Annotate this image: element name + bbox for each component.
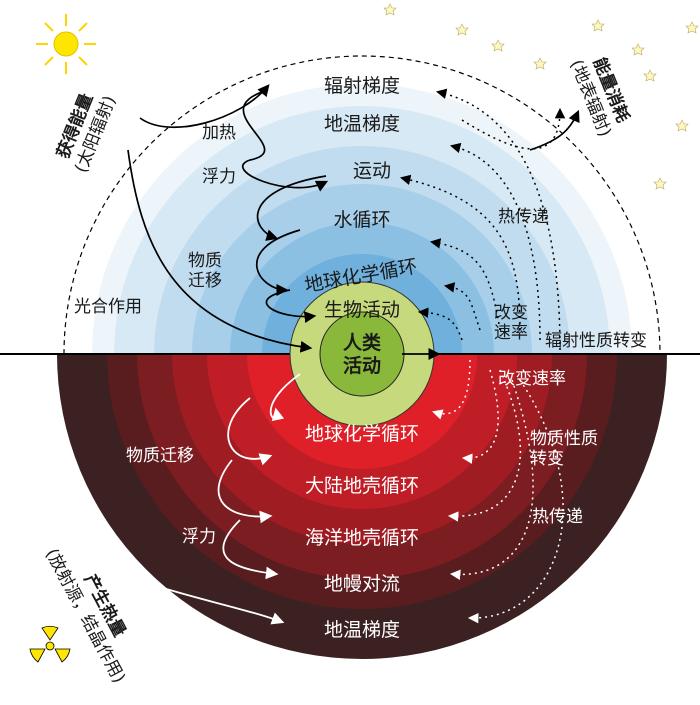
label-buoyancy-upper: 浮力 [202, 167, 236, 187]
interior-layers [57, 354, 667, 659]
upper-arrows [127, 84, 580, 360]
ring-label-water-cycle: 水循环 [333, 209, 390, 231]
label-heating: 加热 [202, 123, 236, 143]
dotted-to-radiation [435, 88, 561, 351]
arrow-heating-buoyancy [241, 89, 329, 192]
core-label-human: 人类 [343, 331, 381, 354]
ring-label-motion: 运动 [353, 160, 391, 182]
human-activity-circle [319, 311, 405, 397]
label-photosynthesis: 光合作用 [74, 297, 142, 317]
dotted-lower-4 [449, 379, 534, 580]
star-icon [675, 119, 689, 132]
arrow-energy-out [529, 109, 580, 151]
label-buoyancy-lower: 浮力 [182, 527, 216, 547]
label-mass-transfer-upper-1: 物质 [188, 251, 222, 271]
ring-label-geochemical-cycle-lower: 地球化学循环 [305, 423, 419, 445]
sun-icon [36, 14, 96, 74]
ring-label-geothermal-gradient-lower: 地温梯度 [324, 619, 400, 641]
star-icon [631, 43, 645, 56]
arrow-lower-2 [227, 397, 273, 466]
dotted-to-bio [417, 307, 463, 341]
star-icon [653, 177, 667, 190]
dotted-to-geo [443, 282, 481, 331]
stars [383, 3, 699, 190]
arrow-solar-in [139, 84, 270, 129]
lower-arrows [149, 373, 301, 625]
ring-label-bio-activity: 生物活动 [324, 299, 400, 321]
ring-label-continental-crust: 大陆地壳循环 [305, 475, 419, 497]
star-icon [533, 57, 547, 70]
star-icon [591, 19, 605, 32]
radiation-icon [29, 625, 71, 666]
lower-dotted-arrows [431, 359, 564, 624]
label-rate-change-lower: 改变速率 [498, 369, 566, 389]
label-heat-transfer-upper: 热传递 [498, 207, 549, 227]
arrow-heat-source [149, 583, 285, 625]
dotted-to-water [429, 238, 501, 331]
dotted-lower-5 [467, 379, 564, 624]
star-icon [643, 69, 657, 82]
arrow-motion-water [256, 175, 327, 241]
ring-label-mantle-convection: 地幔对流 [324, 573, 400, 595]
ring-label-radiation-gradient: 辐射梯度 [324, 75, 400, 97]
ring-label-oceanic-crust: 海洋地壳循环 [305, 527, 419, 549]
label-property-change-1: 物质性质 [530, 429, 598, 449]
dotted-radiation-out [461, 107, 566, 150]
star-icon [491, 39, 505, 52]
label-heat-transfer-lower: 热传递 [532, 507, 583, 527]
arrow-geo-bio [265, 289, 317, 324]
label-rate-change-upper-2: 速率 [494, 323, 528, 343]
arrow-water-geo [255, 229, 301, 296]
label-mass-transfer-lower: 物质迁移 [126, 446, 194, 466]
arrow-photosynthesis [127, 149, 313, 353]
label-radiation-change: 辐射性质转变 [545, 331, 647, 351]
arrow-lower-3 [217, 459, 273, 524]
upper-dotted-arrows [399, 88, 566, 351]
star-icon [685, 21, 699, 34]
core-label-activity: 活动 [343, 354, 381, 377]
energy-in-group: 获得能量 (太阳辐射) [52, 90, 120, 175]
dotted-lower-2 [461, 369, 499, 464]
energy-out-group: 能量消耗 (地表辐射) [566, 54, 634, 139]
arrow-lower-4 [222, 519, 279, 580]
ring-label-geothermal-gradient-upper: 地温梯度 [324, 113, 400, 135]
star-icon [455, 23, 469, 36]
arrow-lower-1 [269, 373, 301, 422]
star-icon [383, 3, 397, 16]
label-mass-transfer-upper-2: 迁移 [188, 271, 222, 291]
label-property-change-2: 转变 [530, 449, 564, 469]
label-rate-change-upper-1: 改变 [494, 303, 528, 323]
